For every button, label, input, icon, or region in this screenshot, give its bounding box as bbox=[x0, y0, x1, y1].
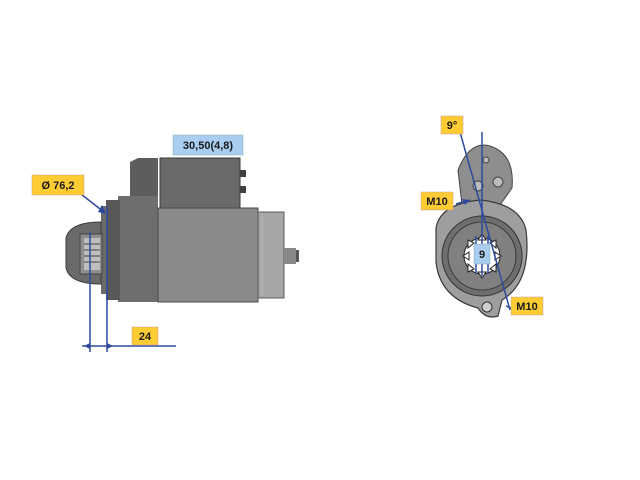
angle-label: 9° bbox=[440, 115, 464, 135]
bolt-bottom-label-text: M10 bbox=[516, 301, 537, 313]
terminal-label: 30,50(4,8) bbox=[172, 134, 244, 156]
terminal-label-text: 30,50(4,8) bbox=[183, 140, 233, 152]
bolt-top-label: M10 bbox=[420, 191, 454, 211]
flange-diameter-label: Ø 76,2 bbox=[31, 174, 85, 196]
teeth-label: 9 bbox=[473, 243, 491, 265]
bottom-bolt-hole bbox=[481, 301, 493, 313]
flange-diameter-label-text: Ø 76,2 bbox=[41, 180, 74, 192]
front-view bbox=[435, 131, 528, 318]
solenoid bbox=[130, 157, 246, 209]
angle-label-text: 9° bbox=[447, 120, 458, 132]
pinion-offset-label-text: 24 bbox=[139, 331, 152, 343]
bolt-bottom-label: M10 bbox=[510, 296, 544, 316]
top-mounting-ear bbox=[457, 144, 513, 206]
drive-end bbox=[65, 221, 103, 285]
teeth-label-text: 9 bbox=[479, 249, 485, 261]
mounting-flange bbox=[106, 200, 120, 300]
pinion-gear bbox=[84, 238, 100, 270]
side-view bbox=[65, 157, 299, 352]
motor-housing bbox=[118, 196, 299, 303]
pinion-offset-label: 24 bbox=[131, 326, 159, 346]
bolt-top-label-text: M10 bbox=[426, 196, 447, 208]
